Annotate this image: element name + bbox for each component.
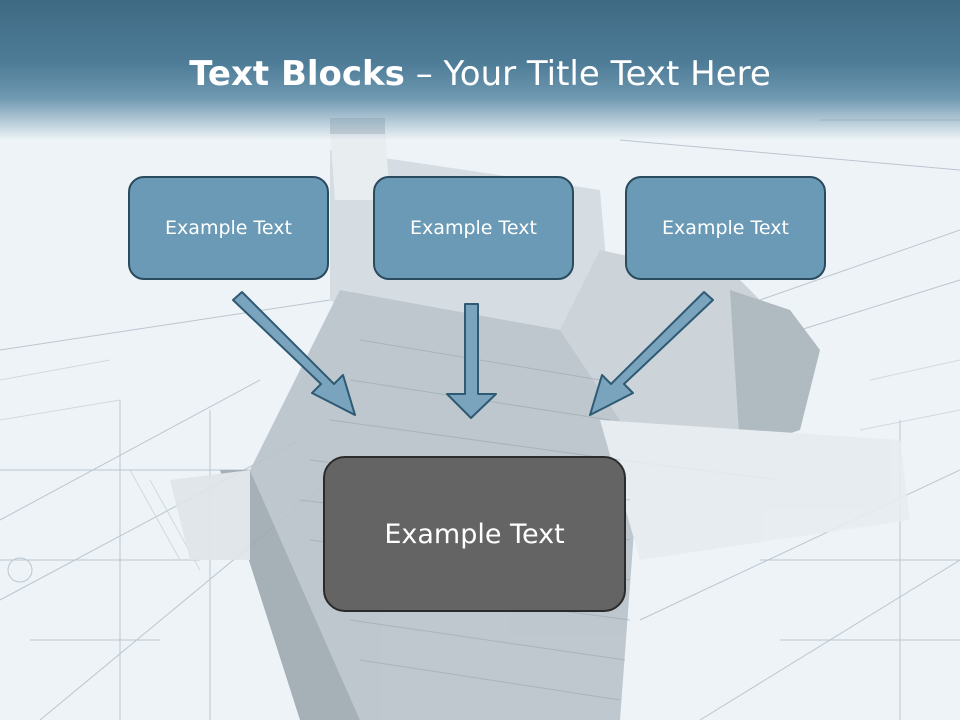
- title-separator: –: [404, 54, 444, 94]
- text-block-2: Example Text: [373, 176, 574, 280]
- text-block-3: Example Text: [625, 176, 826, 280]
- text-block-1: Example Text: [128, 176, 329, 280]
- title-rest-text: Your Title Text Here: [443, 54, 771, 94]
- title-bold-text: Text Blocks: [189, 54, 405, 94]
- title-bar: [0, 0, 960, 140]
- slide-title: Text Blocks – Your Title Text Here: [0, 52, 960, 96]
- result-text-block: Example Text: [323, 456, 626, 612]
